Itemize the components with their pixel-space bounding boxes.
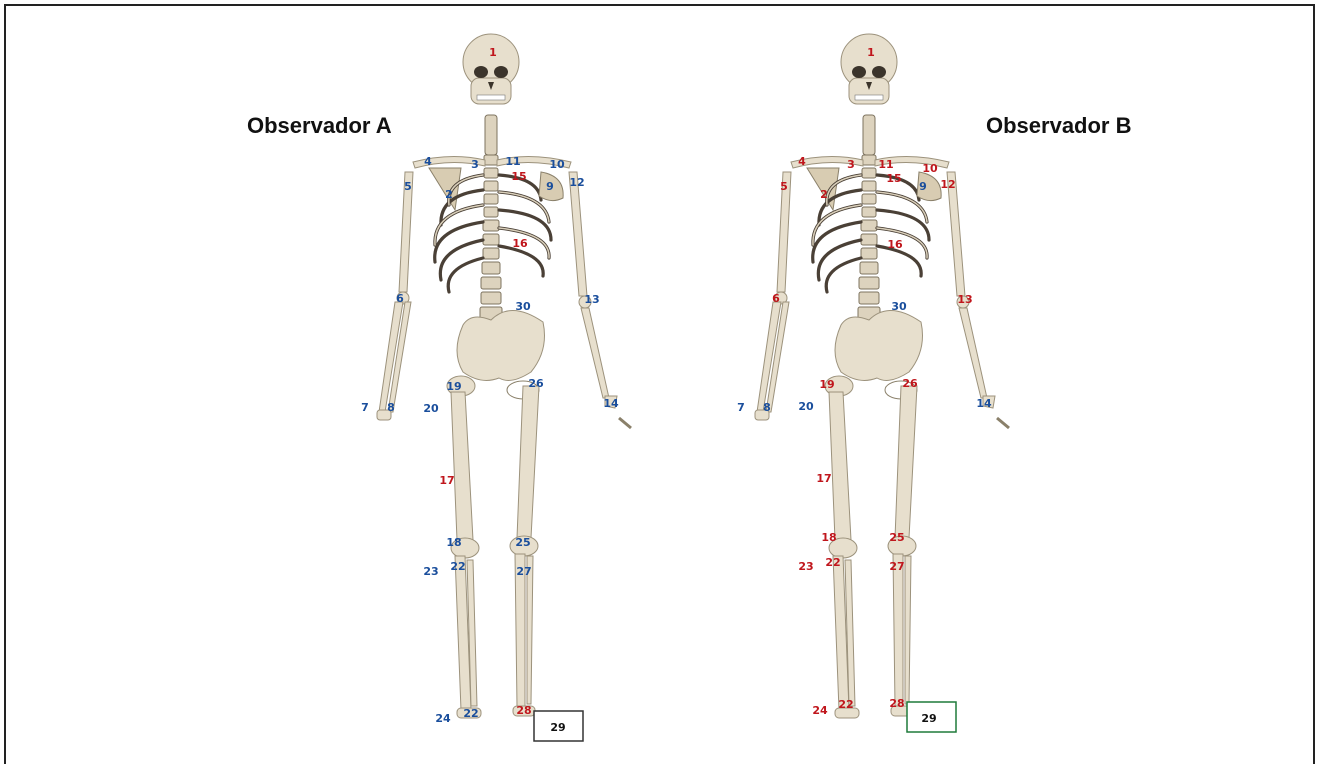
label-a-19: 19 [446, 380, 461, 393]
label-b-1: 1 [867, 46, 875, 59]
label-b-28: 28 [889, 697, 904, 710]
label-a-30: 30 [515, 300, 531, 313]
label-a-18: 18 [446, 536, 461, 549]
label-b-16: 16 [887, 238, 903, 251]
label-a-10: 10 [549, 158, 565, 171]
label-a-24b: 22 [463, 707, 478, 720]
label-b-18: 18 [821, 531, 836, 544]
label-b-25: 25 [889, 531, 904, 544]
label-a-7: 7 [361, 401, 369, 414]
label-a-27: 27 [516, 565, 531, 578]
label-b-30: 30 [891, 300, 907, 313]
label-a-23: 23 [423, 565, 438, 578]
label-b-19: 19 [819, 378, 834, 391]
label-b-7: 7 [737, 401, 745, 414]
label-b-11: 11 [878, 158, 893, 171]
label-a-25: 25 [515, 536, 530, 549]
label-a-24: 24 [435, 712, 451, 725]
label-a-22: 22 [450, 560, 465, 573]
label-b-3: 3 [847, 158, 855, 171]
label-b-15: 15 [886, 172, 901, 185]
label-a-26: 26 [528, 377, 544, 390]
label-b-6: 6 [772, 292, 780, 305]
label-b-10: 10 [922, 162, 938, 175]
label-a-11: 11 [505, 155, 520, 168]
label-a-8: 8 [387, 401, 395, 414]
label-b-23: 23 [798, 560, 813, 573]
label-a-13: 13 [584, 293, 599, 306]
skeleton-b [755, 34, 1009, 718]
label-a-14: 14 [603, 397, 619, 410]
label-a-4: 4 [424, 155, 432, 168]
label-b-2: 2 [820, 188, 828, 201]
label-a-5: 5 [404, 180, 412, 193]
label-b-26: 26 [902, 377, 918, 390]
label-a-3: 3 [471, 158, 479, 171]
label-b-27: 27 [889, 560, 904, 573]
label-a-2: 2 [445, 188, 453, 201]
label-a-1: 1 [489, 46, 497, 59]
label-a-12: 12 [569, 176, 584, 189]
label-a-6: 6 [396, 292, 404, 305]
label-b-12: 12 [940, 178, 955, 191]
label-b-20: 20 [798, 400, 814, 413]
label-b-22: 22 [825, 556, 840, 569]
label-a-20: 20 [423, 402, 439, 415]
label-a-29: 29 [550, 721, 565, 734]
label-b-5: 5 [780, 180, 788, 193]
label-a-15: 15 [511, 170, 526, 183]
label-b-24b: 22 [838, 698, 853, 711]
label-b-29: 29 [921, 712, 936, 725]
label-a-28: 28 [516, 704, 531, 717]
label-a-17: 17 [439, 474, 454, 487]
label-b-8: 8 [763, 401, 771, 414]
label-b-14: 14 [976, 397, 992, 410]
label-a-9: 9 [546, 180, 554, 193]
label-b-9: 9 [919, 180, 927, 193]
label-b-17: 17 [816, 472, 831, 485]
label-b-24: 24 [812, 704, 828, 717]
label-b-4: 4 [798, 155, 806, 168]
label-a-16: 16 [512, 237, 528, 250]
skeleton-a [377, 34, 631, 718]
label-b-13: 13 [957, 293, 972, 306]
